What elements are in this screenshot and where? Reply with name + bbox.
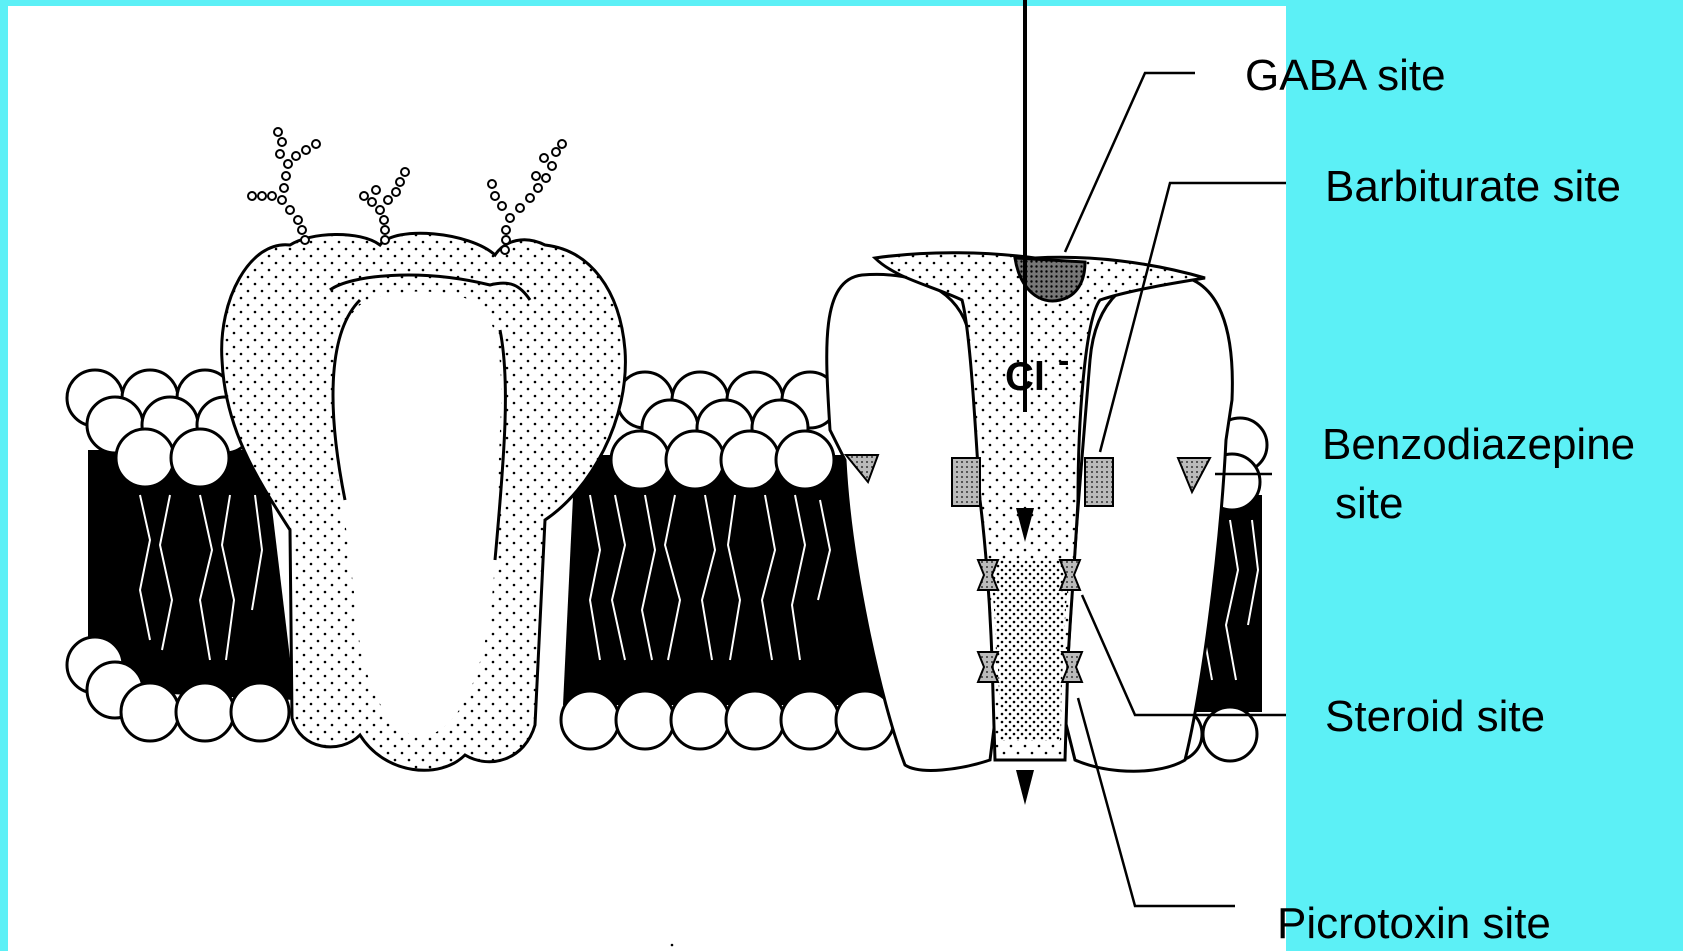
label-picrotoxin-site: Picrotoxin site [1277,898,1551,951]
label-steroid-site: Steroid site [1325,691,1545,744]
chloride-ion-charge: - [1058,342,1069,380]
chloride-ion-label: Cl [1005,355,1045,399]
label-barbiturate-site: Barbiturate site [1325,161,1621,214]
label-benzodiazepine-site-line1: Benzodiazepine [1322,419,1635,472]
label-benzodiazepine-site-line2: site [1335,478,1403,531]
speck [671,944,674,947]
site-block-left [952,458,980,506]
site-block-right [1085,458,1113,506]
label-gaba-site: GABA site [1245,50,1446,103]
